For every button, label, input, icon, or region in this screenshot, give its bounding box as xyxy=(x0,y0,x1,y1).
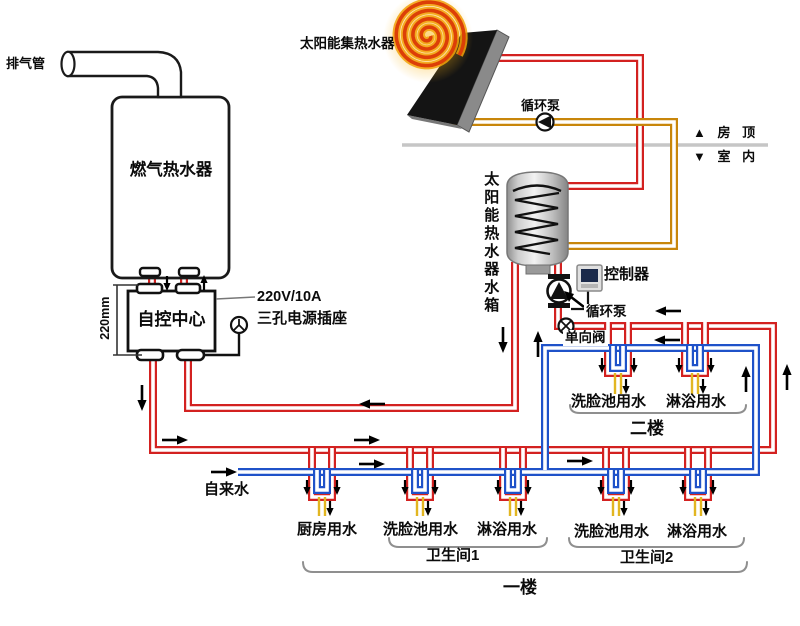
first-floor-label: 一楼 xyxy=(503,578,537,597)
power-plug-icon xyxy=(229,315,249,335)
basin-2f-water-label: 洗脸池用水 xyxy=(571,393,647,410)
shower2-water-label: 淋浴用水 xyxy=(667,523,728,540)
fixture-outlet-stubs xyxy=(317,373,703,516)
sun-spiral-icon xyxy=(392,0,468,70)
power-spec-label: 220V/10A xyxy=(257,289,322,305)
basin2-water-label: 洗脸池用水 xyxy=(574,523,650,540)
tank-base xyxy=(525,264,551,275)
gas-heater-label: 燃气热水器 xyxy=(129,161,213,179)
collector-return-pipe xyxy=(450,118,678,250)
gas-water-heater xyxy=(60,50,231,280)
pump-annotation-arrow xyxy=(564,291,585,309)
second-floor-label: 二楼 xyxy=(630,419,664,438)
shower-2f-water-label: 淋浴用水 xyxy=(666,393,727,410)
power-cord xyxy=(205,333,241,357)
solar-collector-panel xyxy=(407,29,510,133)
tap-water-label: 自来水 xyxy=(204,481,250,498)
annotation-leader-line xyxy=(215,296,256,300)
height-dimension xyxy=(113,284,142,356)
exhaust-pipe-opening xyxy=(60,50,76,78)
solar-tank-label: 太阳能热水器水箱 xyxy=(482,171,500,315)
roof-side-label: ▲ 房 顶 xyxy=(693,125,760,140)
floor-braces xyxy=(302,404,748,573)
tank-coil xyxy=(514,191,560,256)
roof-pump-label: 循环泵 xyxy=(521,98,561,113)
solar-tank xyxy=(506,171,569,275)
shower1-water-label: 淋浴用水 xyxy=(477,521,538,538)
height-dimension-label: 220mm xyxy=(97,296,112,340)
kitchen-water-label: 厨房用水 xyxy=(297,521,358,538)
indoor-side-label: ▼ 室 内 xyxy=(693,149,760,164)
indoor-circulation-pump-icon xyxy=(546,274,572,308)
basin1-water-label: 洗脸池用水 xyxy=(383,521,459,538)
exhaust-pipe-shape xyxy=(66,50,183,99)
bathroom2-label: 卫生间2 xyxy=(620,549,674,566)
roof-circulation-pump-icon xyxy=(535,112,555,132)
control-center-label: 自控中心 xyxy=(137,310,206,329)
controller-icon xyxy=(576,264,603,292)
check-valve-label: 单向阀 xyxy=(563,330,608,346)
exhaust-pipe-label: 排气管 xyxy=(6,56,46,71)
power-socket-label: 三孔电源插座 xyxy=(257,310,348,327)
cold-water-pipes xyxy=(238,344,760,494)
indoor-pump-label: 循环泵 xyxy=(584,304,629,320)
controller-label: 控制器 xyxy=(604,266,650,283)
solar-collector-label: 太阳能集热水器 xyxy=(300,36,395,51)
bathroom1-label: 卫生间1 xyxy=(426,547,480,564)
